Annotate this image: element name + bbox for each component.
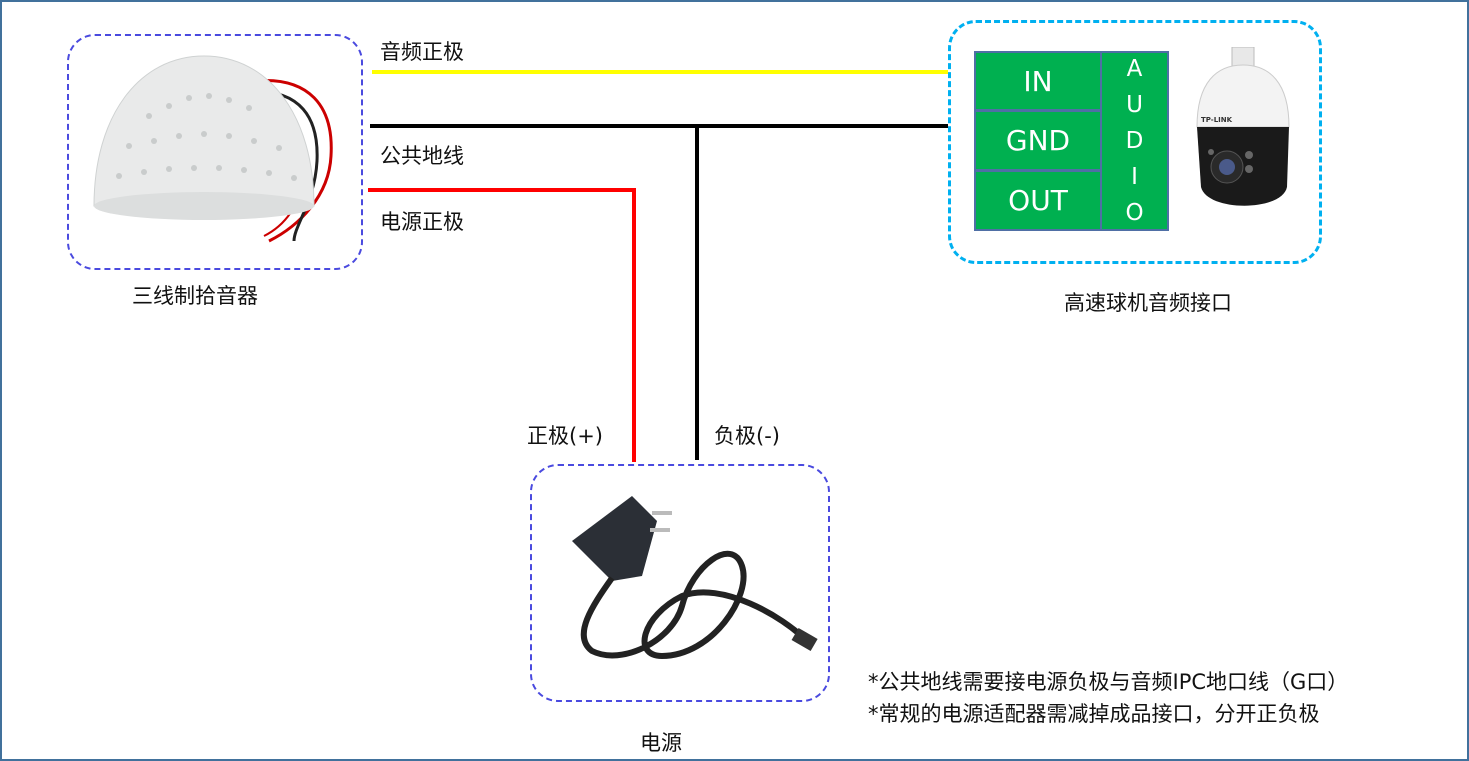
camera-box xyxy=(948,20,1322,264)
audio-letter: O xyxy=(1125,200,1144,226)
audio-letter: D xyxy=(1125,128,1144,154)
power-positive-terminal-label: 正极(+) xyxy=(527,424,603,448)
audio-letter: A xyxy=(1126,56,1143,82)
ground-wire xyxy=(370,124,948,128)
microphone-box xyxy=(67,34,363,270)
audio-positive-label: 音频正极 xyxy=(380,40,464,64)
microphone-label: 三线制拾音器 xyxy=(132,284,258,308)
ground-label: 公共地线 xyxy=(380,144,464,168)
note-ground: *公共地线需要接电源负极与音频IPC地口线（G口） xyxy=(868,670,1349,694)
camera-label: 高速球机音频接口 xyxy=(1064,291,1232,315)
power-box xyxy=(530,464,830,702)
power-label: 电源 xyxy=(640,731,682,755)
terminal-gnd: GND xyxy=(974,110,1102,171)
svg-text:TP-LINK: TP-LINK xyxy=(1201,116,1233,124)
audio-letter: U xyxy=(1126,92,1143,118)
terminal-out: OUT xyxy=(974,170,1102,231)
power-positive-wire xyxy=(368,188,636,192)
speed-dome-camera-image: TP-LINK xyxy=(1196,47,1290,206)
audio-group-label: A U D I O xyxy=(1100,51,1169,231)
power-positive-wire-vertical xyxy=(632,188,636,462)
terminal-in: IN xyxy=(974,51,1102,111)
power-adapter-image xyxy=(572,496,818,660)
microphone-image xyxy=(93,55,333,243)
note-adapter: *常规的电源适配器需减掉成品接口，分开正负极 xyxy=(868,702,1320,726)
audio-letter: I xyxy=(1131,164,1138,190)
power-negative-terminal-label: 负极(-) xyxy=(714,424,780,448)
audio-positive-wire xyxy=(372,70,948,74)
power-positive-label: 电源正极 xyxy=(380,210,464,234)
ground-wire-vertical xyxy=(695,124,699,460)
